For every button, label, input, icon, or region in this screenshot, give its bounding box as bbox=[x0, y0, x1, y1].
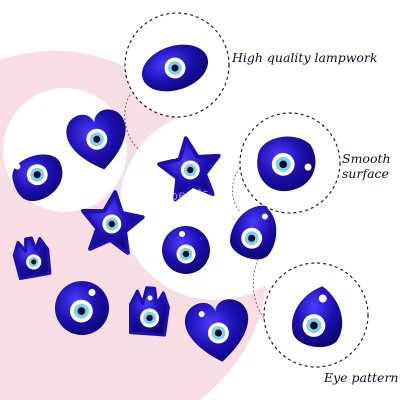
bead-circle-bottomleft bbox=[55, 281, 109, 335]
bead-star-left bbox=[81, 190, 145, 255]
callout-text-smooth: Smooth surface bbox=[342, 151, 391, 181]
callout-text-eye: Eye pattern bbox=[324, 370, 399, 385]
bead-circle-center bbox=[162, 226, 210, 274]
bead-heart-left bbox=[66, 109, 126, 170]
bead-hamsa-left bbox=[12, 236, 52, 281]
callout-text-quality: High quality lampwork bbox=[232, 50, 378, 65]
bead-star-top bbox=[157, 136, 221, 202]
bead-oval-callout bbox=[141, 44, 209, 92]
callout-text-smooth-line1: Smooth bbox=[342, 151, 391, 166]
callout-text-smooth-line2: surface bbox=[342, 166, 389, 181]
connector-top bbox=[124, 94, 141, 151]
bead-circle-right bbox=[230, 205, 277, 260]
bead-hamsa-bottom bbox=[128, 286, 170, 337]
bead-heart-bottom bbox=[185, 299, 249, 362]
bead-circle-topleft bbox=[12, 154, 63, 202]
bead-smooth-callout bbox=[257, 136, 316, 192]
bead-teardrop-callout bbox=[292, 286, 343, 348]
